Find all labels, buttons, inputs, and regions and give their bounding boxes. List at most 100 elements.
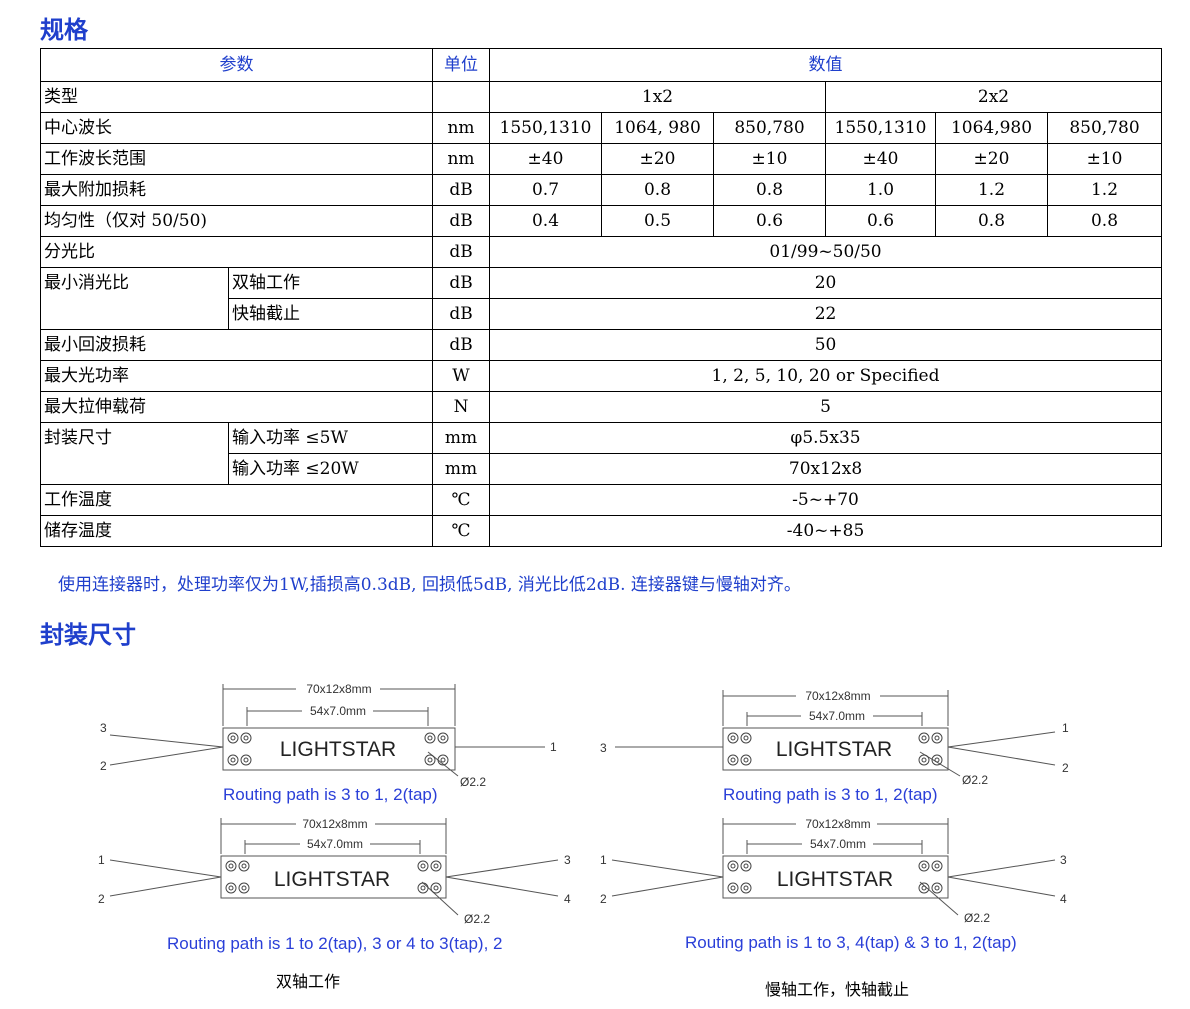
package-title: 封装尺寸 — [40, 621, 136, 649]
row-unit: nm — [432, 112, 490, 144]
port-label: 2 — [98, 892, 105, 906]
dim-inner: 54x7.0mm — [809, 709, 865, 723]
table-row: 最小回波损耗 dB 50 — [40, 329, 1163, 361]
header-unit: 单位 — [432, 48, 490, 82]
brand-label: LIGHTSTAR — [776, 738, 892, 761]
port-label: 2 — [1062, 761, 1069, 775]
hole-label: Ø2.2 — [964, 911, 990, 925]
row-unit: dB — [432, 174, 490, 206]
cell: ±20 — [935, 143, 1048, 175]
table-row: 封装尺寸 输入功率 ≤5W mm φ5.5x35 — [40, 422, 1163, 485]
row-label: 工作波长范围 — [40, 143, 433, 175]
cell: ±40 — [489, 143, 602, 175]
cell: 0.6 — [825, 205, 936, 237]
row-label: 均匀性（仅对 50/50) — [40, 205, 433, 237]
cell: 1550,1310 — [489, 112, 602, 144]
row-label: 工作温度 — [40, 484, 433, 516]
dim-outer: 70x12x8mm — [805, 817, 870, 831]
row-unit: mm — [432, 422, 490, 454]
cell: 22 — [488, 298, 1163, 330]
cell: ±10 — [1046, 143, 1163, 175]
hole-label: Ø2.2 — [464, 912, 490, 926]
port-label: 1 — [98, 853, 105, 867]
row-label: 中心波长 — [40, 112, 433, 144]
hole-label: Ø2.2 — [962, 773, 988, 787]
row-label: 最大附加损耗 — [40, 174, 433, 206]
caption-left: 双轴工作 — [276, 972, 341, 991]
routing-text: Routing path is 3 to 1, 2(tap) — [723, 785, 938, 804]
dim-inner: 54x7.0mm — [307, 837, 363, 851]
cell: 5 — [488, 391, 1163, 423]
row-sublabel: 输入功率 ≤5W — [228, 422, 433, 454]
row-unit: W — [432, 360, 490, 392]
row-unit: dB — [432, 267, 490, 299]
row-label: 最大光功率 — [40, 360, 433, 392]
spec-table: 参数 单位 数值 类型 1x2 2x2 中心波长 nm 1550,1310 10… — [40, 48, 1163, 547]
package-diagrams: 70x12x8mm 54x7.0mm Ø2.2 3 2 1 70x12x8mm … — [90, 680, 1100, 970]
table-row: 类型 1x2 2x2 — [40, 81, 1163, 113]
row-sublabel: 输入功率 ≤20W — [228, 453, 433, 485]
port-label: 3 — [1060, 853, 1067, 867]
table-row: 工作波长范围 nm ±40 ±20 ±10 ±40 ±20 ±10 — [40, 143, 1163, 175]
table-row: 均匀性（仅对 50/50) dB 0.4 0.5 0.6 0.6 0.8 0.8 — [40, 205, 1163, 237]
device-body — [222, 727, 456, 771]
cell: ±40 — [825, 143, 936, 175]
port-label: 3 — [100, 721, 107, 735]
port-label: 1 — [550, 740, 557, 754]
cell: 0.8 — [1046, 205, 1163, 237]
note-text: 使用连接器时，处理功率仅为1W,插损高0.3dB, 回损低5dB, 消光比低2d… — [58, 575, 801, 595]
row-unit: N — [432, 391, 490, 423]
table-row: 工作温度 ℃ -5~+70 — [40, 484, 1163, 516]
cell: 1.2 — [935, 174, 1048, 206]
table-header-row: 参数 单位 数值 — [40, 48, 1163, 82]
table-row: 输入功率 ≤20W mm 70x12x8 — [41, 453, 1163, 485]
caption-right: 慢轴工作，快轴截止 — [765, 980, 910, 999]
cell: 0.8 — [713, 174, 826, 206]
table-row: 最大附加损耗 dB 0.7 0.8 0.8 1.0 1.2 1.2 — [40, 174, 1163, 206]
row-unit: dB — [432, 298, 490, 330]
cell: 1064,980 — [935, 112, 1048, 144]
hole-label: Ø2.2 — [460, 775, 486, 789]
row-unit: dB — [432, 205, 490, 237]
header-value: 数值 — [488, 48, 1163, 82]
cell: 0.5 — [601, 205, 714, 237]
cell: 70x12x8 — [488, 453, 1163, 485]
cell: 0.8 — [601, 174, 714, 206]
group-2x2: 2x2 — [824, 81, 1163, 113]
dim-outer: 70x12x8mm — [805, 689, 870, 703]
cell: 1.2 — [1046, 174, 1163, 206]
dim-inner: 54x7.0mm — [810, 837, 866, 851]
table-row: 中心波长 nm 1550,1310 1064, 980 850,780 1550… — [40, 112, 1163, 144]
cell: -40~+85 — [488, 515, 1163, 547]
table-row: 最大光功率 W 1, 2, 5, 10, 20 or Specified — [40, 360, 1163, 392]
port-label: 2 — [100, 759, 107, 773]
table-row: 最小消光比 双轴工作 dB 20 — [40, 267, 1163, 330]
cell: -5~+70 — [488, 484, 1163, 516]
device-body — [722, 727, 949, 771]
table-row: 储存温度 ℃ -40~+85 — [40, 515, 1163, 547]
cell: 1064, 980 — [601, 112, 714, 144]
table-row: 分光比 dB 01/99~50/50 — [40, 236, 1163, 268]
row-unit: ℃ — [432, 515, 490, 547]
cell: 01/99~50/50 — [488, 236, 1163, 268]
row-sublabel: 快轴截止 — [228, 298, 433, 330]
row-unit: dB — [432, 329, 490, 361]
cell: 850,780 — [713, 112, 826, 144]
row-label: 最小消光比 — [40, 267, 229, 330]
row-sublabel: 双轴工作 — [228, 267, 433, 299]
cell: 1.0 — [825, 174, 936, 206]
row-label: 最大拉伸载荷 — [40, 391, 433, 423]
brand-label: LIGHTSTAR — [274, 868, 390, 891]
cell: ±20 — [601, 143, 714, 175]
port-label: 3 — [600, 741, 607, 755]
header-param: 参数 — [40, 48, 433, 82]
routing-text: Routing path is 1 to 3, 4(tap) & 3 to 1,… — [685, 933, 1017, 952]
port-label: 2 — [600, 892, 607, 906]
cell: 1550,1310 — [825, 112, 936, 144]
port-label: 4 — [564, 892, 571, 906]
row-label: 储存温度 — [40, 515, 433, 547]
cell: ±10 — [713, 143, 826, 175]
cell: 0.8 — [935, 205, 1048, 237]
port-label: 3 — [564, 853, 571, 867]
cell: 50 — [488, 329, 1163, 361]
